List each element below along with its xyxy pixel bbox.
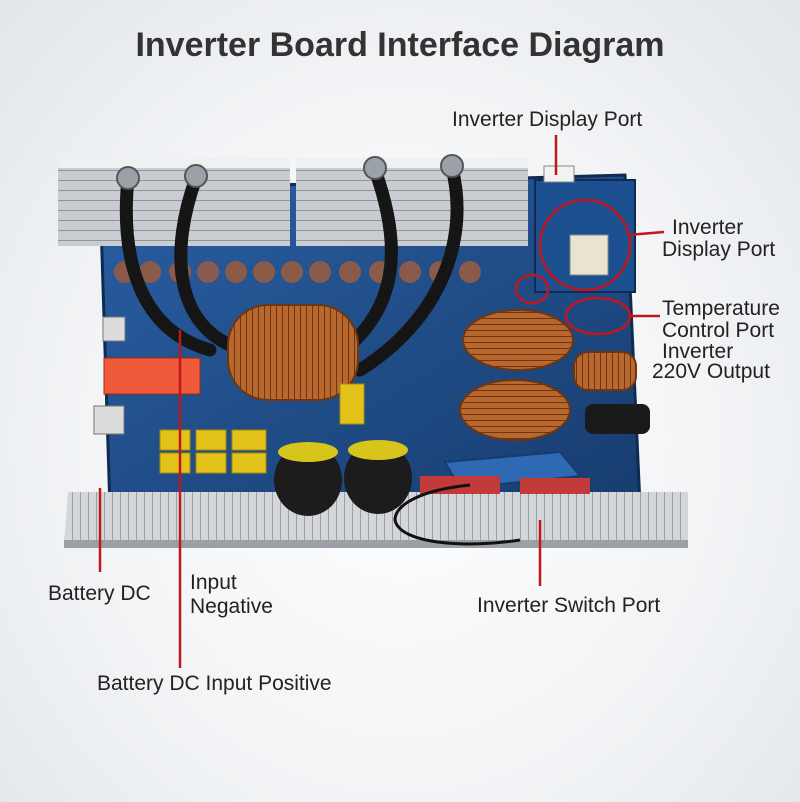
orange-header (103, 357, 201, 395)
bottom-heatsink (64, 492, 688, 548)
main-transformer (227, 304, 359, 401)
label-dc-input-positive: Battery DC Input Positive (97, 672, 332, 695)
label-output-line1: Inverter (662, 340, 734, 363)
label-temperature-line1: Temperature (662, 297, 780, 320)
label-display-port-right-line2: Display Port (662, 238, 776, 261)
yellow-capacitors (159, 383, 365, 474)
battery-cables (119, 161, 464, 377)
display-daughterboard (534, 165, 636, 293)
switch-port-board (420, 450, 590, 494)
label-output-line2: 220V Output (652, 360, 770, 383)
switch-wire (393, 483, 521, 546)
small-coil (573, 351, 637, 391)
cable-terminals (116, 154, 464, 190)
output-inductor-top (462, 309, 574, 371)
top-heatsink-right (296, 158, 528, 246)
output-inductor-bottom (459, 379, 571, 441)
diagram-title: Inverter Board Interface Diagram (135, 26, 665, 64)
top-heatsink-left (58, 158, 290, 246)
label-display-port-right-line1: Inverter (672, 216, 744, 239)
black-cylinder (585, 404, 650, 434)
label-input-negative-line1: Input (190, 571, 237, 594)
label-switch-port: Inverter Switch Port (477, 594, 661, 617)
left-terminals (93, 316, 126, 435)
label-temperature-line2: Control Port (662, 319, 775, 342)
callout-lines (98, 135, 665, 668)
label-battery-dc: Battery DC (48, 582, 151, 605)
bulk-capacitors (274, 440, 412, 516)
label-display-port-top: Inverter Display Port (452, 108, 643, 131)
label-input-negative-line2: Negative (190, 595, 273, 618)
